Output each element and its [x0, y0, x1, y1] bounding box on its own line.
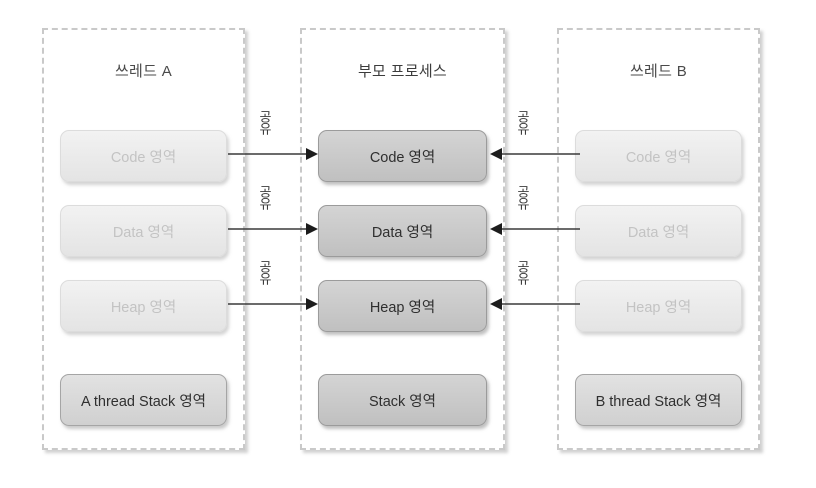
arrow-thread-a-data-to-parent: [228, 223, 318, 235]
share-label-right-code: 공유: [515, 110, 530, 134]
box-parent-heap: Heap 영역: [318, 280, 487, 332]
box-thread-b-code: Code 영역: [575, 130, 742, 182]
arrow-thread-b-code-to-parent: [490, 148, 580, 160]
column-title-thread-a: 쓰레드 A: [114, 63, 173, 80]
box-thread-a-code: Code 영역: [60, 130, 227, 182]
column-parent-process: 부모 프로세스 Code 영역 Data 영역 Heap 영역 Stack 영역: [300, 28, 505, 450]
share-label-right-heap: 공유: [515, 260, 530, 284]
column-title-thread-b: 쓰레드 B: [629, 63, 688, 80]
box-parent-data: Data 영역: [318, 205, 487, 257]
box-thread-b-data: Data 영역: [575, 205, 742, 257]
box-thread-b-heap: Heap 영역: [575, 280, 742, 332]
share-label-right-data: 공유: [515, 185, 530, 209]
column-title-parent-process: 부모 프로세스: [357, 63, 448, 80]
box-thread-a-heap: Heap 영역: [60, 280, 227, 332]
column-thread-a: 쓰레드 A Code 영역 Data 영역 Heap 영역 A thread S…: [42, 28, 245, 450]
box-thread-a-stack: A thread Stack 영역: [60, 374, 227, 426]
arrow-thread-b-heap-to-parent: [490, 298, 580, 310]
box-thread-b-stack: B thread Stack 영역: [575, 374, 742, 426]
box-parent-stack: Stack 영역: [318, 374, 487, 426]
box-parent-code: Code 영역: [318, 130, 487, 182]
arrow-thread-a-code-to-parent: [228, 148, 318, 160]
column-thread-b: 쓰레드 B Code 영역 Data 영역 Heap 영역 B thread S…: [557, 28, 760, 450]
box-thread-a-data: Data 영역: [60, 205, 227, 257]
arrow-thread-a-heap-to-parent: [228, 298, 318, 310]
arrow-thread-b-data-to-parent: [490, 223, 580, 235]
share-label-left-code: 공유: [257, 110, 272, 134]
share-label-left-data: 공유: [257, 185, 272, 209]
share-label-left-heap: 공유: [257, 260, 272, 284]
